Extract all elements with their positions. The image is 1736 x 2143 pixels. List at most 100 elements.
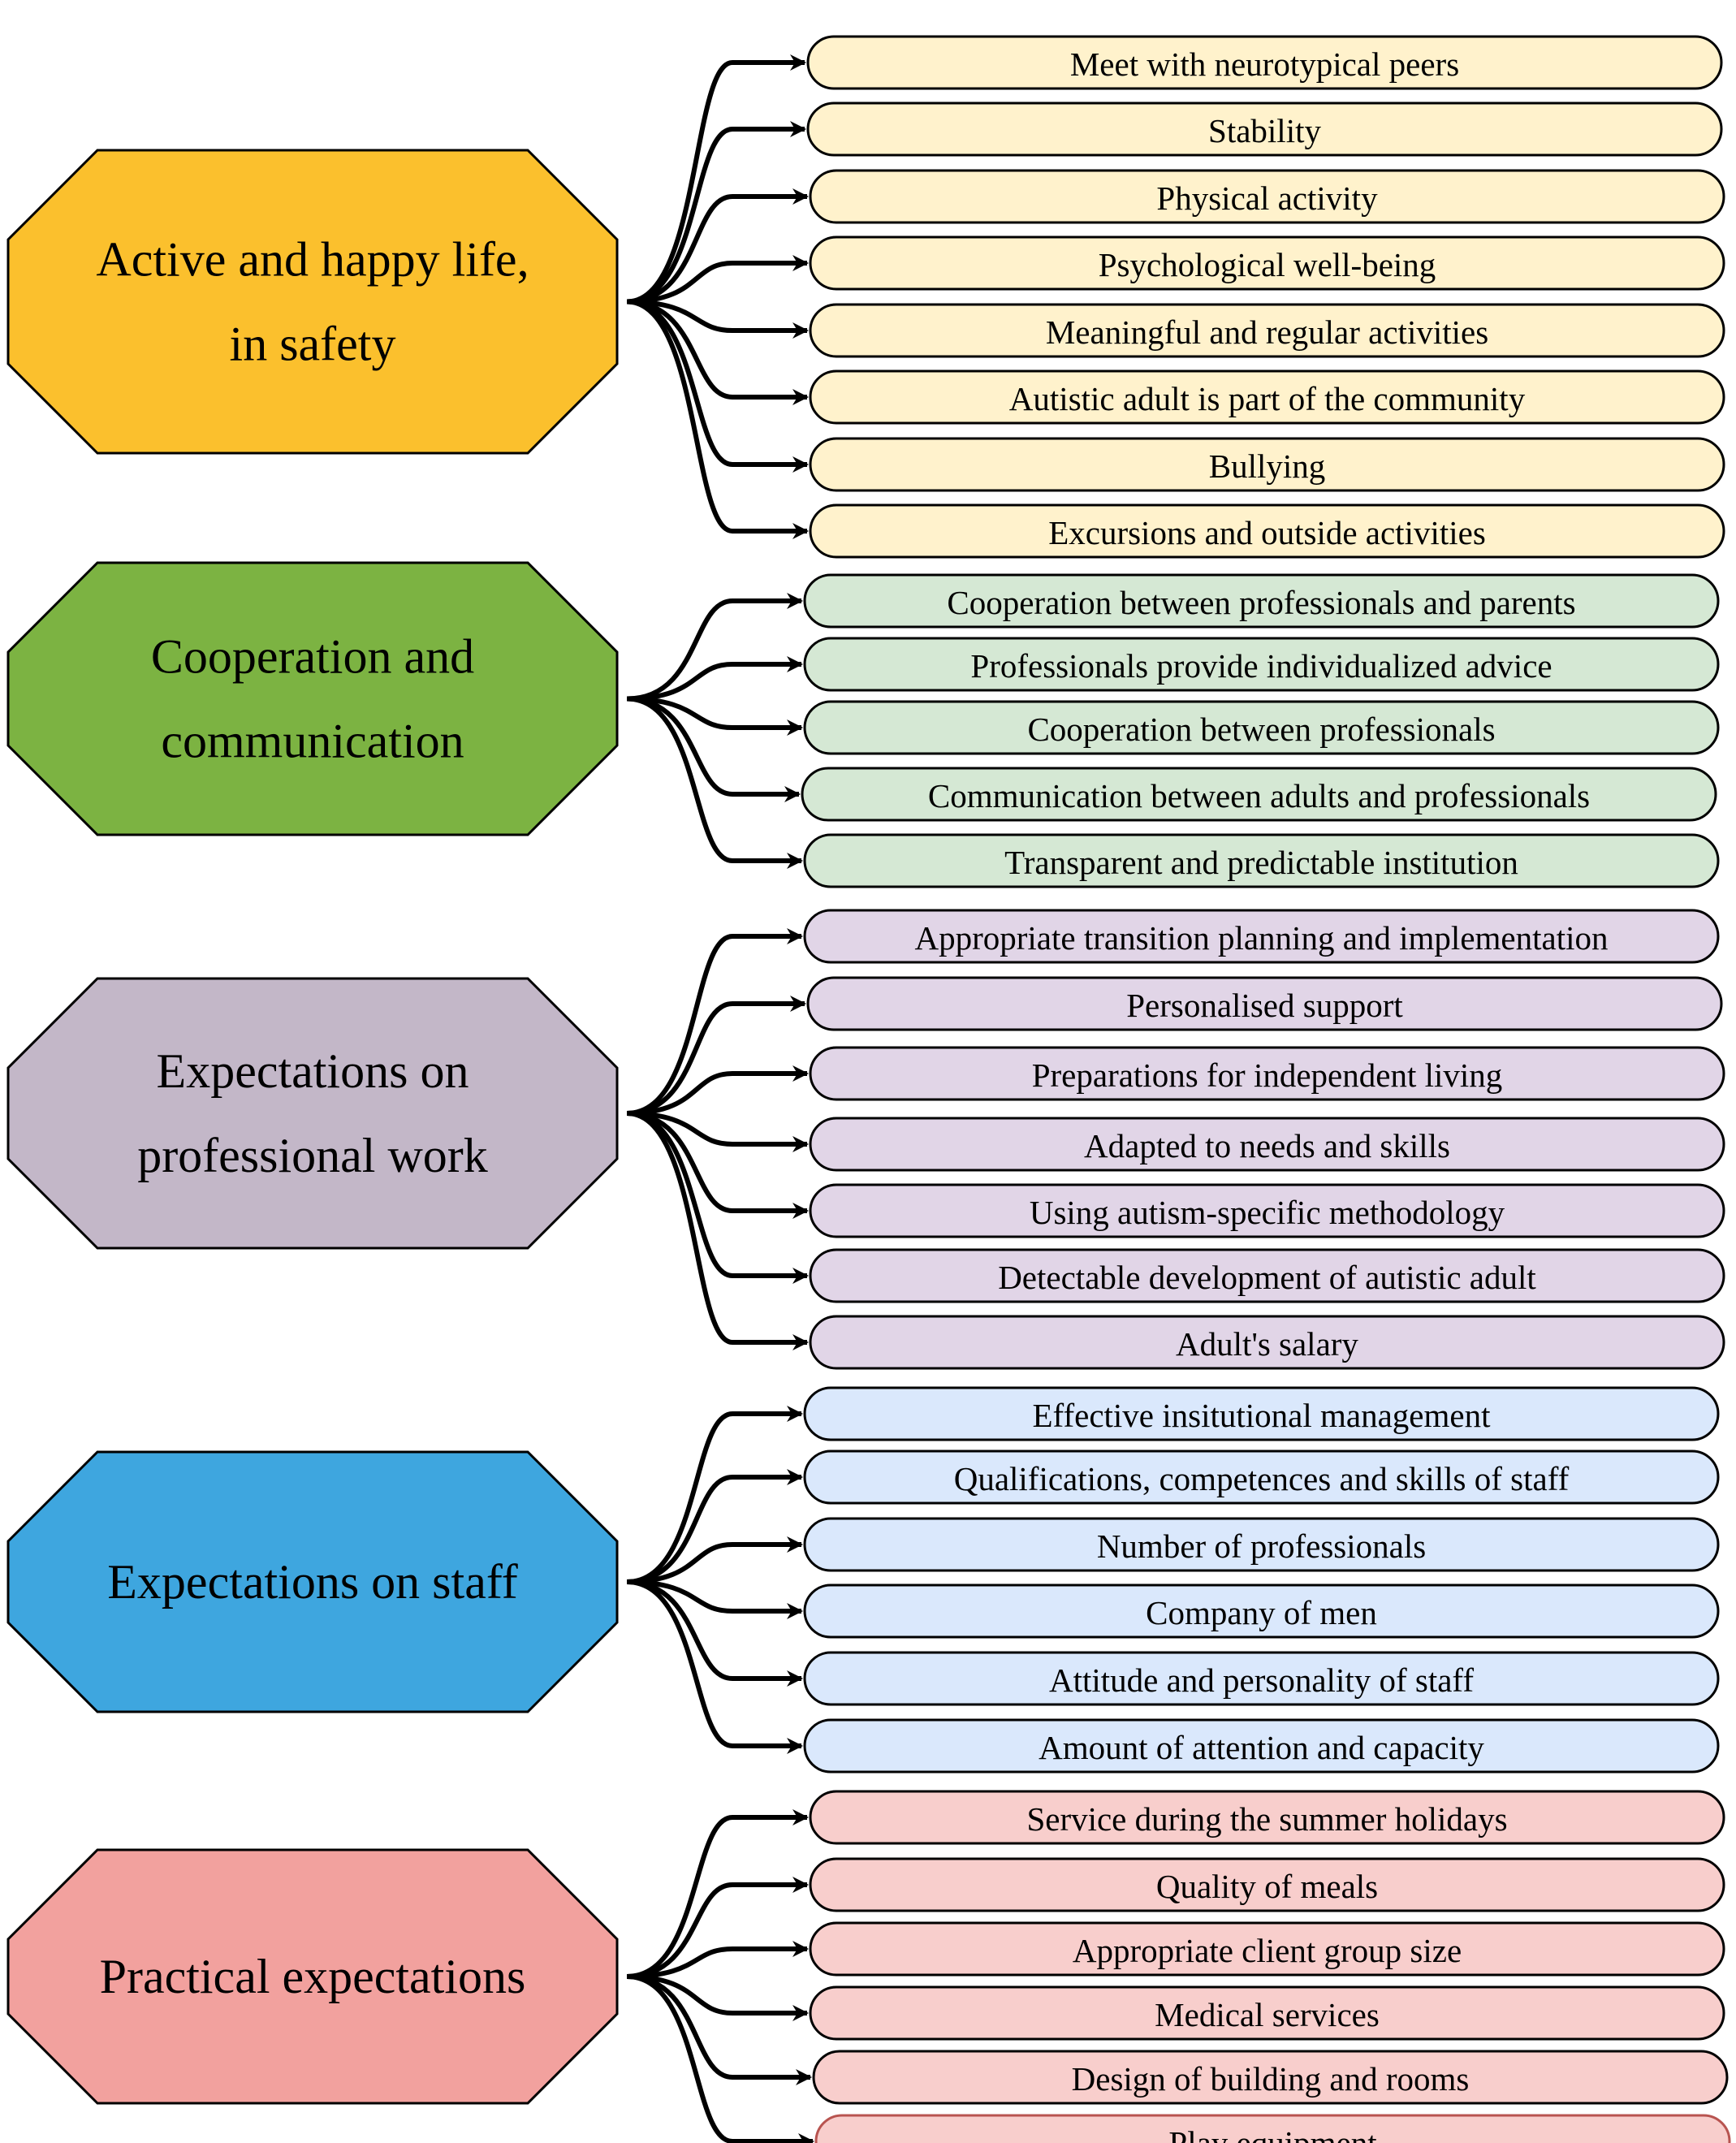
item-label: Bullying: [1209, 447, 1326, 485]
category-octagon: [6, 977, 619, 1250]
item-node: Cooperation between professionals and pa…: [803, 573, 1720, 629]
item-box: [809, 1046, 1725, 1101]
connector-arrow: [626, 299, 809, 405]
item-node: Adapted to needs and skills: [809, 1117, 1725, 1172]
item-label: Attitude and personality of staff: [1049, 1661, 1474, 1699]
item-node: Physical activity: [809, 169, 1725, 224]
connector-arrow: [626, 1406, 803, 1584]
connector-arrow: [626, 1111, 809, 1219]
item-box: [809, 503, 1725, 559]
connector-arrow: [626, 1974, 809, 2021]
connector-arrow: [626, 1536, 803, 1584]
item-node: Cooperation between professionals: [803, 700, 1720, 755]
connector-arrow: [626, 1941, 809, 1979]
item-box: [803, 909, 1720, 964]
item-node: Company of men: [803, 1583, 1720, 1639]
item-node: Stability: [806, 102, 1723, 157]
item-node: Transparent and predictable institution: [803, 833, 1720, 888]
connector-layer: [626, 54, 814, 2143]
category-label: in safety: [230, 318, 396, 371]
connector-arrow: [626, 299, 809, 339]
item-label: Number of professionals: [1097, 1527, 1426, 1565]
item-node: Professionals provide individualized adv…: [803, 637, 1720, 692]
category-node: Practical expectations: [6, 1848, 619, 2105]
item-box: [809, 1921, 1725, 1977]
category-octagon: [6, 1848, 619, 2105]
item-node: Detectable development of autistic adult: [809, 1248, 1725, 1303]
connector-arrow: [626, 593, 803, 702]
connector-arrow: [626, 1974, 812, 2085]
category-layer: Active and happy life,in safetyCooperati…: [6, 149, 619, 2105]
item-node: Quality of meals: [809, 1857, 1725, 1912]
connector-arrow: [626, 1065, 809, 1116]
item-node: Qualifications, competences and skills o…: [803, 1450, 1720, 1505]
item-node: Using autism-specific methodology: [809, 1183, 1725, 1238]
connector-arrow: [626, 696, 801, 802]
category-node: Active and happy life,in safety: [6, 149, 619, 455]
item-box: [803, 1386, 1720, 1441]
category-label: Practical expectations: [100, 1950, 526, 2003]
category-octagon: [6, 561, 619, 836]
item-label: Preparations for independent living: [1032, 1056, 1503, 1094]
connector-arrow: [626, 1809, 809, 1979]
category-label: Expectations on staff: [107, 1555, 517, 1609]
connector-arrow: [626, 696, 803, 869]
item-box: [803, 637, 1720, 692]
connector-arrow: [626, 1877, 809, 1979]
connector-arrow: [626, 121, 806, 305]
item-label: Cooperation between professionals and pa…: [947, 584, 1575, 621]
category-node: Expectations on staff: [6, 1450, 619, 1713]
connector-arrow: [626, 1111, 809, 1152]
item-box: [803, 700, 1720, 755]
item-box: [809, 1183, 1725, 1238]
item-box: [809, 369, 1725, 425]
item-node: Meet with neurotypical peers: [806, 35, 1723, 90]
item-label: Meaningful and regular activities: [1046, 313, 1488, 351]
category-octagon: [6, 1450, 619, 1713]
item-label: Communication between adults and profess…: [928, 777, 1590, 814]
item-box: [809, 437, 1725, 492]
category-label: Expectations on: [157, 1044, 469, 1098]
item-label: Amount of attention and capacity: [1039, 1729, 1484, 1766]
item-node: Service during the summer holidays: [809, 1790, 1725, 1845]
connector-arrow: [626, 1974, 814, 2143]
item-label: Medical services: [1155, 1996, 1380, 2033]
item-label: Transparent and predictable institution: [1004, 844, 1518, 881]
item-label: Qualifications, competences and skills o…: [954, 1460, 1570, 1497]
item-label: Appropriate client group size: [1073, 1932, 1462, 1969]
item-box: [809, 1857, 1725, 1912]
item-node: Medical services: [809, 1985, 1725, 2041]
item-box: [809, 1248, 1725, 1303]
item-node: Appropriate transition planning and impl…: [803, 909, 1720, 964]
category-label: Cooperation and: [151, 630, 474, 684]
item-label: Psychological well-being: [1099, 246, 1436, 283]
item-layer: Meet with neurotypical peersStabilityPhy…: [801, 35, 1731, 2143]
item-node: Amount of attention and capacity: [803, 1718, 1720, 1774]
connector-arrow: [626, 1579, 803, 1754]
category-octagon: [6, 149, 619, 455]
item-label: Company of men: [1146, 1594, 1377, 1631]
connector-arrow: [626, 656, 803, 702]
item-box: [803, 1517, 1720, 1572]
item-label: Design of building and rooms: [1072, 2060, 1470, 2098]
item-box: [806, 102, 1723, 157]
connector-arrow: [626, 255, 809, 305]
item-label: Stability: [1208, 112, 1321, 149]
item-node: Design of building and rooms: [812, 2050, 1729, 2105]
category-label: communication: [161, 715, 464, 768]
item-box: [809, 1117, 1725, 1172]
item-box: [803, 1718, 1720, 1774]
item-box: [803, 1450, 1720, 1505]
item-label: Physical activity: [1156, 179, 1378, 217]
item-label: Detectable development of autistic adult: [998, 1259, 1536, 1296]
item-node: Communication between adults and profess…: [801, 767, 1717, 822]
item-node: Meaningful and regular activities: [809, 303, 1725, 358]
item-box: [806, 35, 1723, 90]
item-node: Bullying: [809, 437, 1725, 492]
connector-arrow: [626, 928, 803, 1116]
item-node: Adult's salary: [809, 1315, 1725, 1370]
item-node: Number of professionals: [803, 1517, 1720, 1572]
item-label: Excursions and outside activities: [1048, 514, 1486, 551]
